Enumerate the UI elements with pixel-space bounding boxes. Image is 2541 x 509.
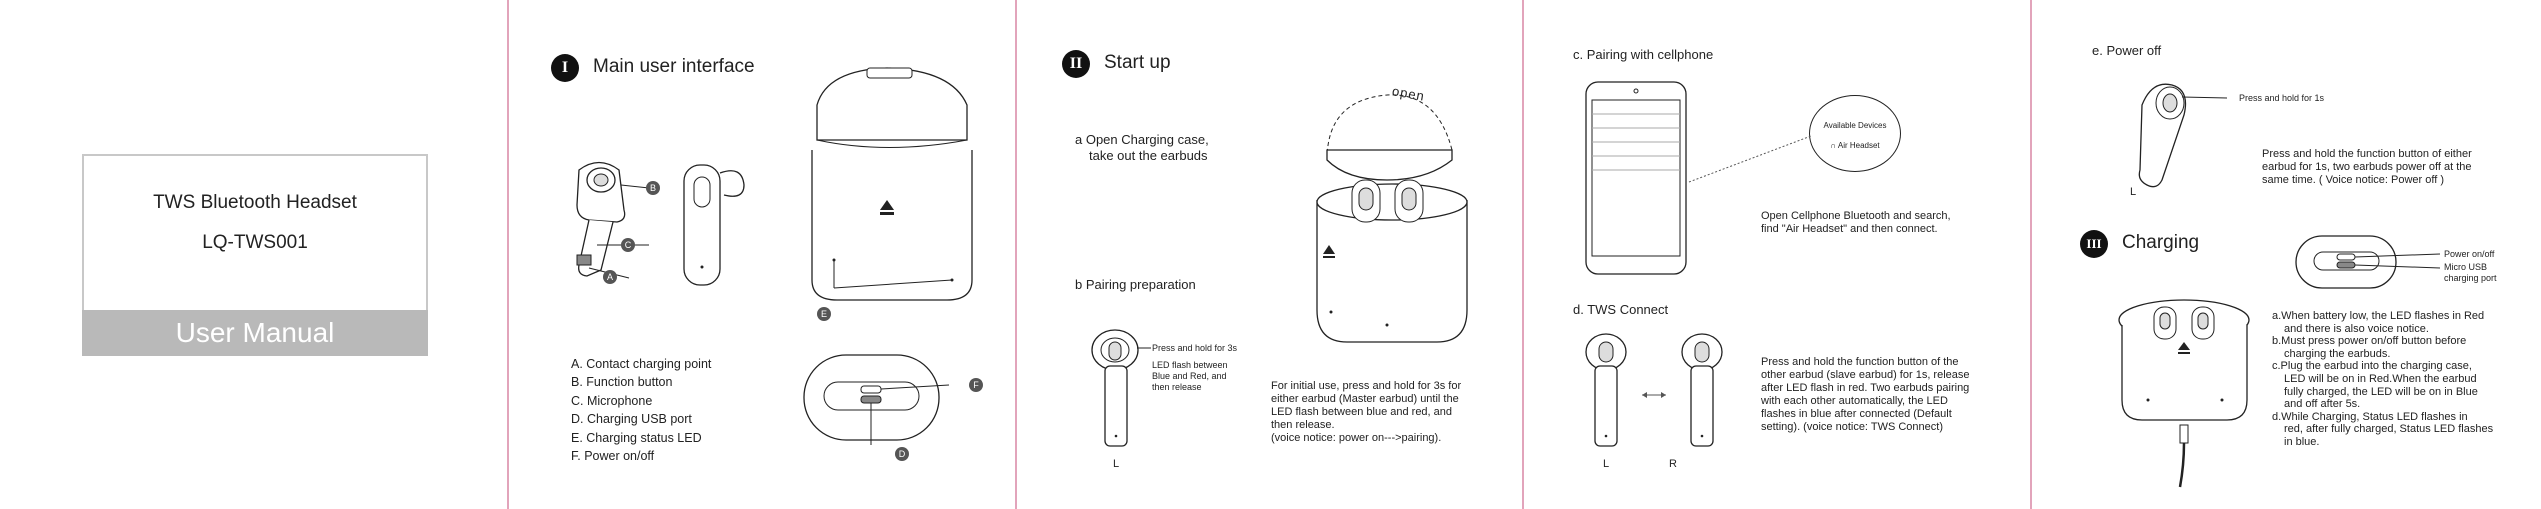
press-hold-1s: Press and hold for 1s [2239, 93, 2325, 103]
section1-heading: I Main user interface [551, 54, 755, 82]
charging-notes: a.When battery low, the LED flashes in R… [2272, 310, 2493, 449]
model-number: LQ-TWS001 [202, 232, 308, 253]
bubble-title: Available Devices [1823, 121, 1887, 130]
cover-panel: TWS Bluetooth Headset LQ-TWS001 User Man… [0, 0, 507, 509]
panel-divider [1015, 0, 1017, 509]
part-item: F. Power on/off [571, 449, 655, 464]
charging-note-d: d.While Charging, Status LED flashes in … [2272, 410, 2494, 448]
part-item: B. Function button [571, 375, 673, 390]
step-c-text: c. Pairing with cellphone [1573, 47, 1714, 62]
step-b-text: b Pairing preparation [1075, 277, 1196, 292]
section3-heading: III Charging [2080, 230, 2199, 258]
section2-panel: II Start up a Open Charging case, take ou… [1017, 0, 1522, 509]
section4-panel: e. Power off Press and hold for 1s L Pre… [2032, 0, 2541, 509]
earbud-pairing-illustration [1087, 328, 1167, 458]
callout-e: E [817, 307, 831, 321]
earbud-side-illustration [549, 150, 669, 290]
part-item: C. Microphone [571, 393, 653, 408]
charging-note-a: a.When battery low, the LED flashes in R… [2272, 310, 2485, 335]
charging-case-illustration [787, 60, 987, 310]
open-case-illustration [1287, 80, 1487, 350]
press-hold-3s: Press and hold for 3s [1152, 343, 1238, 353]
roman-numeral-1: I [551, 54, 579, 82]
available-devices-bubble: Available Devices ∩ Air Headset [1809, 95, 1901, 172]
section1-title: Main user interface [593, 56, 755, 78]
roman-numeral-2: II [1062, 50, 1090, 78]
cover-card: TWS Bluetooth Headset LQ-TWS001 User Man… [82, 154, 428, 356]
led-flash-note: LED flash between Blue and Red, and then… [1152, 360, 1228, 392]
panel-divider [2030, 0, 2032, 509]
section2-heading: II Start up [1062, 50, 1171, 78]
manual-banner: User Manual [82, 310, 428, 356]
bubble-connector [1689, 130, 1819, 190]
tws-earbuds-illustration [1584, 330, 1734, 455]
headphone-icon: ∩ [1830, 141, 1837, 150]
callout-d: D [895, 447, 909, 461]
power-onoff-label: Power on/off [2444, 249, 2495, 259]
tws-left-label: L [1603, 458, 1610, 470]
callout-b: B [646, 181, 660, 195]
case-bottom-illustration [799, 350, 979, 450]
poweroff-earbud-label: L [2130, 186, 2137, 198]
panel-divider [507, 0, 509, 509]
initial-use-text: For initial use, press and hold for 3s f… [1271, 380, 1462, 444]
panel-divider [1522, 0, 1524, 509]
step-e-text: e. Power off [2092, 43, 2162, 58]
roman-numeral-3: III [2080, 230, 2108, 258]
earbud-front-illustration [674, 155, 754, 295]
step-a-text: a Open Charging case, take out the earbu… [1075, 132, 1209, 163]
usb-port-label: Micro USB charging port [2444, 262, 2497, 283]
section2-title: Start up [1104, 52, 1171, 74]
section3-panel: c. Pairing with cellphone Available Devi… [1524, 0, 2030, 509]
product-name: TWS Bluetooth Headset [153, 192, 357, 213]
case-bottom-small-illustration [2292, 232, 2502, 292]
charging-note-b: b.Must press power on/off button before … [2272, 335, 2467, 360]
tws-right-label: R [1669, 458, 1677, 470]
charging-note-c: c.Plug the earbud into the charging case… [2272, 360, 2478, 411]
parts-list: A. Contact charging point B. Function bu… [571, 355, 711, 465]
pairing-text: Open Cellphone Bluetooth and search, fin… [1761, 210, 1951, 235]
bubble-device: ∩ Air Headset [1830, 141, 1880, 150]
step-d-text: d. TWS Connect [1573, 302, 1669, 317]
earbud-label-l: L [1113, 458, 1120, 470]
charging-title: Charging [2122, 232, 2200, 254]
power-off-text: Press and hold the function button of ei… [2262, 148, 2472, 186]
earbud-poweroff-illustration [2122, 75, 2232, 195]
part-item: A. Contact charging point [571, 357, 712, 371]
part-item: D. Charging USB port [571, 412, 692, 427]
callout-a: A [603, 270, 617, 284]
section1-panel: I Main user interface B C A E [509, 0, 1015, 509]
charging-case-usb-illustration [2112, 275, 2262, 495]
cellphone-illustration [1584, 80, 1694, 280]
tws-text: Press and hold the function button of th… [1761, 356, 1970, 433]
callout-c: C [621, 238, 635, 252]
callout-f: F [969, 378, 983, 392]
part-item: E. Charging status LED [571, 430, 702, 445]
